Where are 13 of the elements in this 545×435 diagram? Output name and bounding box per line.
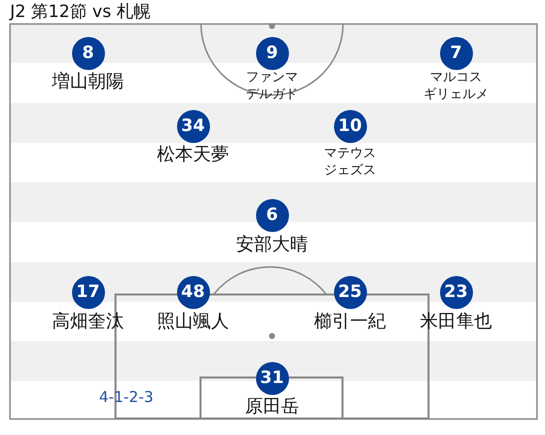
player-name: 櫛引一紀: [314, 311, 386, 332]
player-name: 安部大晴: [236, 234, 308, 255]
formation-label: 4-1-2-3: [99, 388, 154, 406]
player-name: 米田隼也: [420, 311, 492, 332]
player-name: マテウスジェズス: [324, 145, 376, 179]
player-name: 松本天夢: [157, 144, 229, 165]
player-name: マルコスギリェルメ: [424, 69, 488, 103]
match-title: J2 第12節 vs 札幌: [10, 2, 151, 23]
player-name: 高畑奎汰: [52, 311, 124, 332]
player-name: 照山颯人: [157, 311, 229, 332]
player-name: ファンマデルガド: [246, 69, 298, 103]
player-name: 原田岳: [245, 396, 299, 417]
player-name: 増山朝陽: [52, 71, 124, 92]
